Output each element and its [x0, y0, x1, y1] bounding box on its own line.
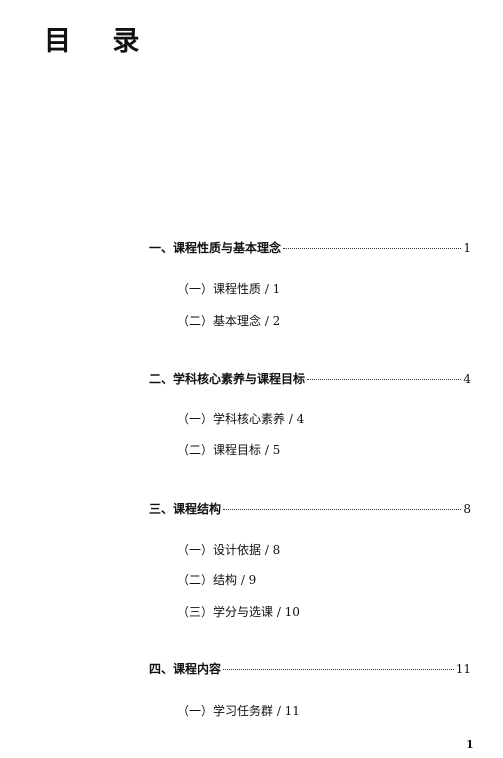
- dot-leader: [223, 669, 454, 670]
- toc-section-title: 四、课程内容: [149, 662, 222, 676]
- toc-section-1[interactable]: 一、课程性质与基本理念 1: [149, 240, 471, 256]
- page-number: 1: [466, 738, 474, 751]
- toc-section-title: 一、课程性质与基本理念: [149, 241, 282, 255]
- dot-leader: [223, 509, 462, 510]
- toc-heading: 目 录: [44, 26, 156, 57]
- toc-section-title: 二、学科核心素养与课程目标: [149, 372, 306, 386]
- toc-subsection[interactable]: （一）设计依据 / 8: [177, 543, 281, 557]
- toc-section-page: 4: [463, 372, 471, 386]
- toc-subsection[interactable]: （一）学科核心素养 / 4: [177, 412, 305, 426]
- toc-section-page: 8: [463, 502, 471, 516]
- toc-section-page: 11: [455, 662, 471, 676]
- toc-subsection[interactable]: （一）学习任务群 / 11: [177, 704, 300, 718]
- toc-subsection[interactable]: （二）基本理念 / 2: [177, 314, 281, 328]
- toc-subsection[interactable]: （二）结构 / 9: [177, 573, 257, 587]
- dot-leader: [307, 379, 462, 380]
- toc-subsection[interactable]: （一）课程性质 / 1: [177, 282, 281, 296]
- toc-subsection[interactable]: （二）课程目标 / 5: [177, 443, 281, 457]
- toc-section-3[interactable]: 三、课程结构 8: [149, 501, 471, 517]
- toc-section-page: 1: [463, 241, 471, 255]
- toc-subsection[interactable]: （三）学分与选课 / 10: [177, 605, 300, 619]
- toc-section-2[interactable]: 二、学科核心素养与课程目标 4: [149, 371, 471, 387]
- toc-section-title: 三、课程结构: [149, 502, 222, 516]
- dot-leader: [283, 248, 462, 249]
- toc-section-4[interactable]: 四、课程内容 11: [149, 661, 471, 677]
